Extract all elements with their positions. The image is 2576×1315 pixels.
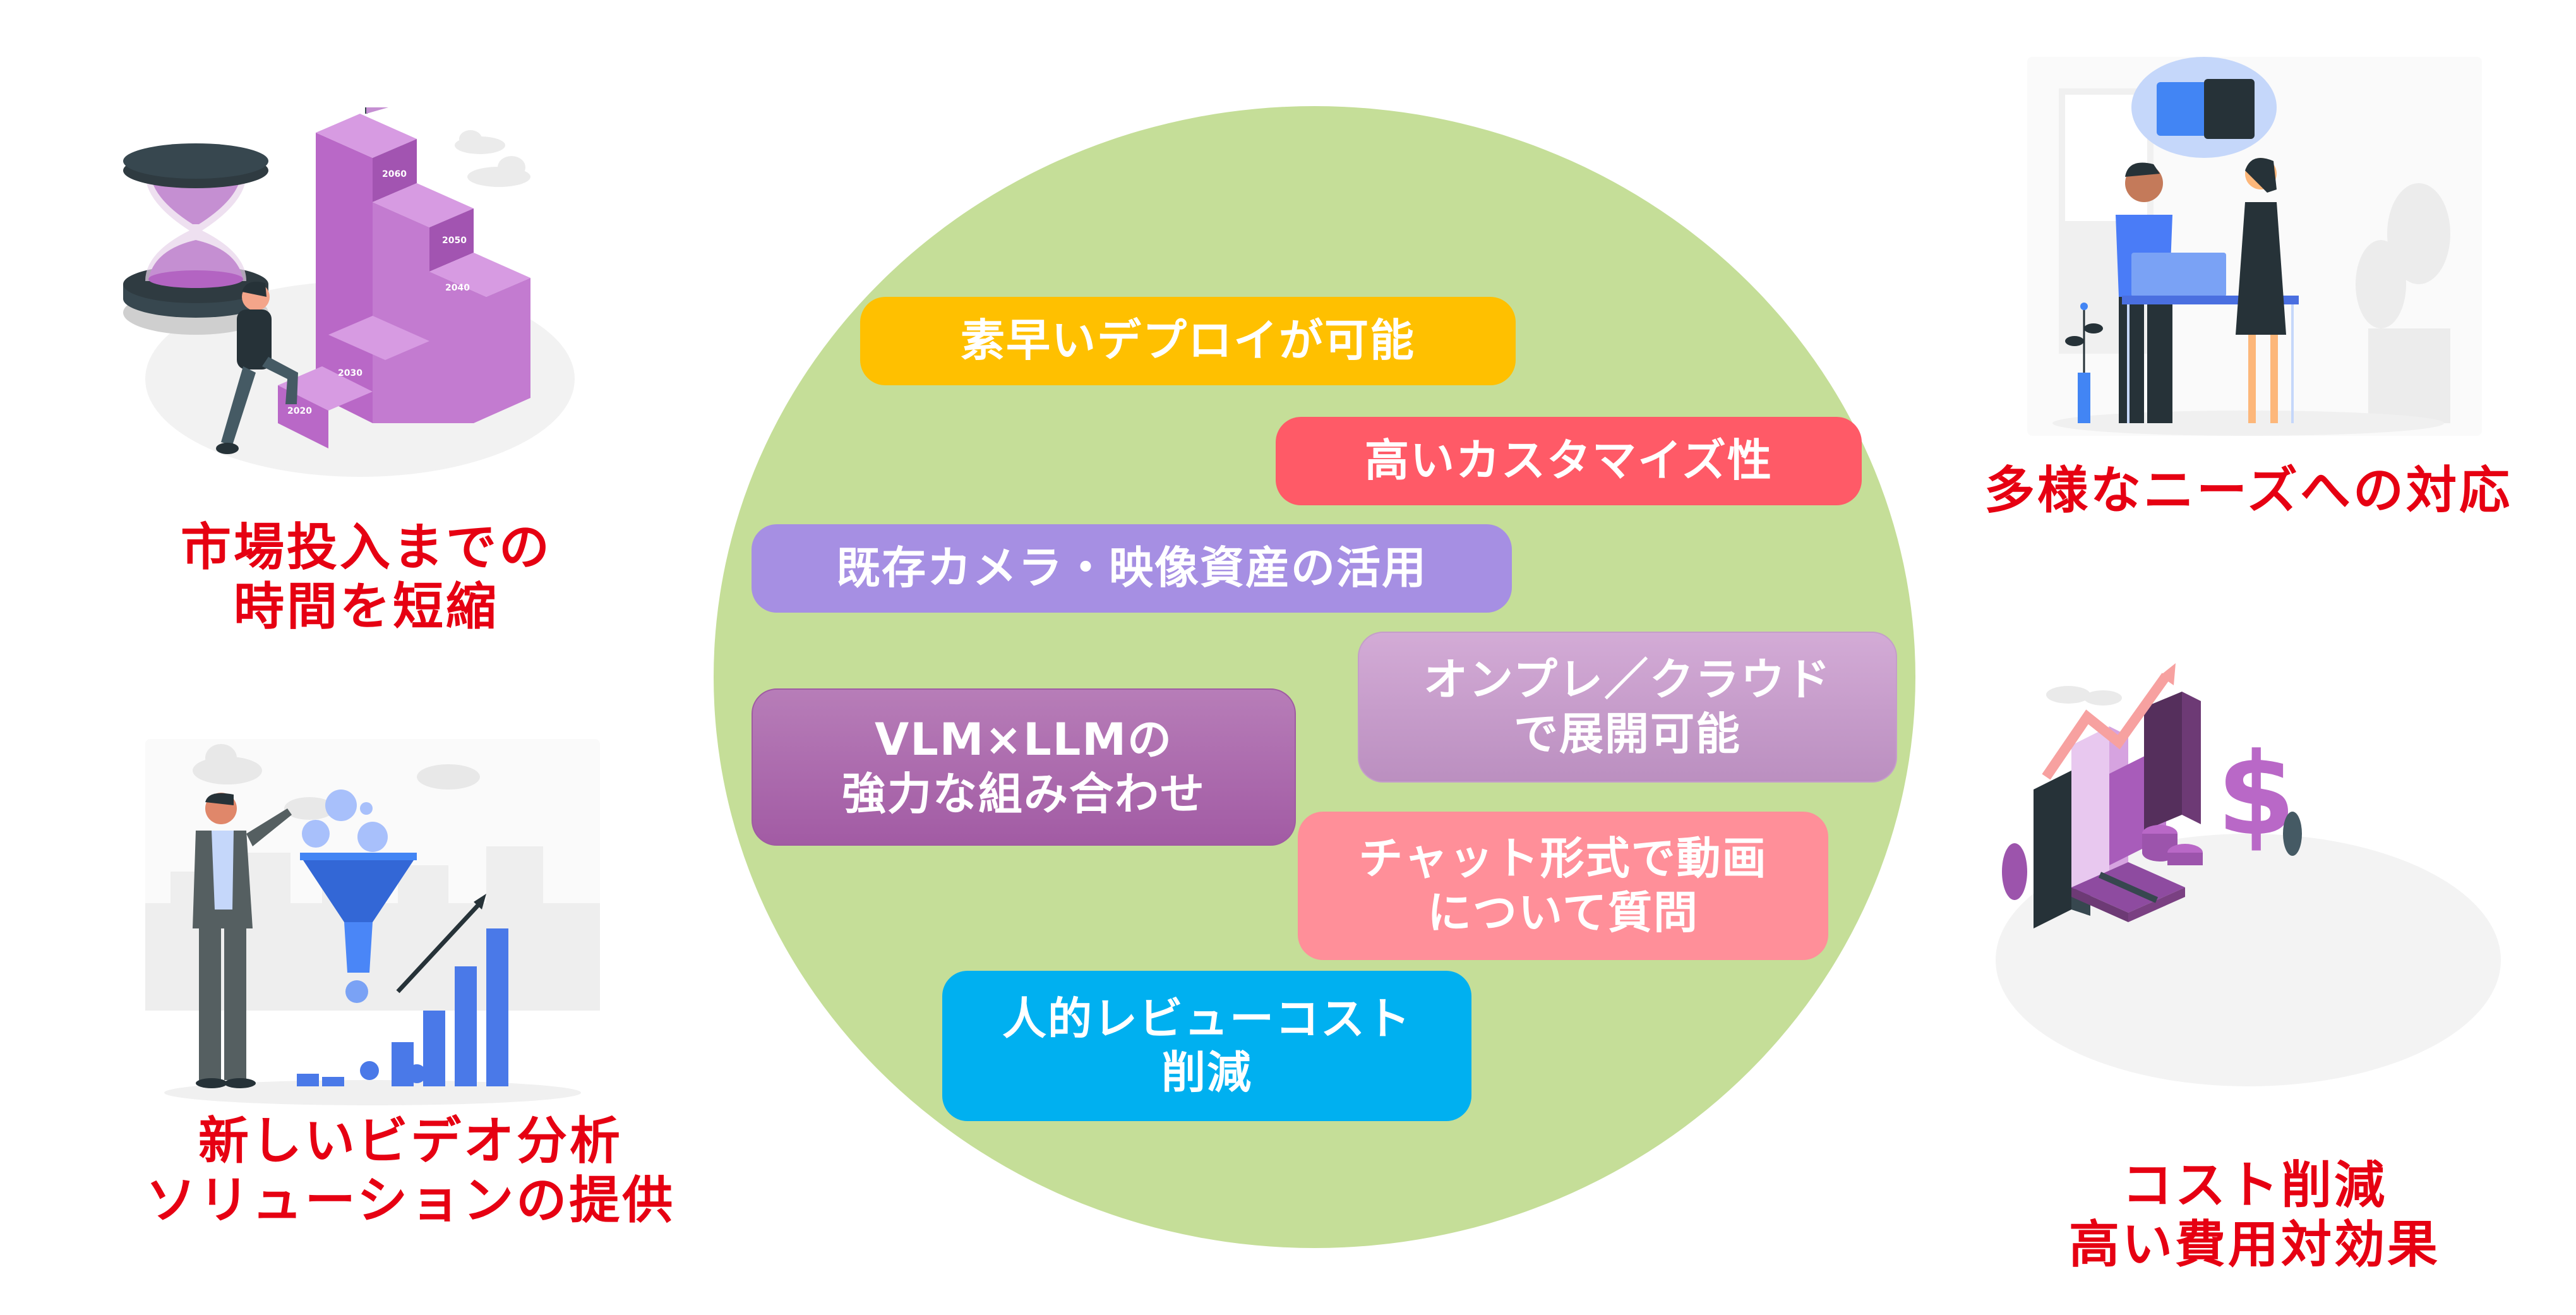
feature-review-cost: 人的レビューコスト 削減 [942, 971, 1471, 1121]
cloud-icon [193, 744, 480, 820]
coin-stacks-icon [297, 928, 508, 1086]
feature-vlm-llm: VLM×LLMの 強力な組み合わせ [752, 688, 1296, 846]
feature-fast-deploy: 素早いデプロイが可能 [860, 297, 1516, 385]
stair-label: 2050 [442, 236, 467, 246]
puzzle-collaboration-illustration [2027, 57, 2482, 436]
feature-onprem-cloud: オンプレ／クラウド で展開可能 [1358, 632, 1897, 783]
cloud-icon [455, 130, 530, 187]
feature-text: について質問 [1427, 886, 1699, 939]
stairs-icon [278, 107, 530, 448]
cash-stack-icon [2071, 862, 2185, 922]
cloud-icon [2046, 686, 2122, 706]
hourglass-stairs-illustration: 2020 2030 2040 2050 2060 [123, 107, 575, 477]
feature-text: 人的レビューコスト [1002, 992, 1411, 1045]
benefit-time-to-market: 市場投入までの 時間を短縮 [107, 518, 625, 637]
stair-label: 2060 [382, 169, 407, 179]
feature-text: 削減 [1161, 1047, 1252, 1098]
laptop-icon [2131, 253, 2226, 297]
caption-line: 高い費用対効果 [2069, 1215, 2440, 1275]
growth-arrow-icon [396, 901, 482, 994]
feature-text: 強力な組み合わせ [842, 767, 1206, 820]
funnel-icon [300, 790, 417, 1003]
leaf-icon [2002, 843, 2027, 900]
woman-icon [2236, 158, 2286, 423]
hourglass-icon [123, 143, 268, 335]
feature-text: 高いカスタマイズ性 [1365, 435, 1773, 487]
man-icon [2116, 162, 2172, 423]
feature-existing-assets: 既存カメラ・映像資産の活用 [752, 524, 1512, 613]
feature-text: 既存カメラ・映像資産の活用 [836, 542, 1427, 594]
feature-chat-video-qa: チャット形式で動画 について質問 [1298, 812, 1828, 960]
benefit-diverse-needs: 多様なニーズへの対応 [1932, 461, 2564, 520]
caption-line: 市場投入までの [181, 518, 552, 577]
funnel-coins-growth-illustration [145, 739, 600, 1105]
businessman-icon [193, 793, 292, 1088]
feature-text: で展開可能 [1514, 707, 1741, 760]
potted-plant-icon [2065, 303, 2103, 423]
cost-chart-money-illustration: $ [1996, 663, 2501, 1086]
caption-line: 時間を短縮 [234, 577, 499, 637]
caption-line: 多様なニーズへの対応 [1984, 461, 2512, 520]
plant-icon [2356, 183, 2450, 423]
dollar-sign-icon: $ [2217, 729, 2296, 861]
stair-label: 2030 [338, 368, 362, 378]
stair-label: 2020 [287, 406, 312, 416]
leaf-icon [2283, 812, 2302, 856]
caption-line: コスト削減 [2122, 1156, 2387, 1215]
stair-label: 2040 [445, 283, 470, 293]
benefit-new-video-analytics: 新しいビデオ分析 ソリューションの提供 [95, 1112, 726, 1231]
feature-text: オンプレ／クラウド [1423, 654, 1831, 706]
feature-text: 素早いデプロイが可能 [961, 315, 1415, 367]
caption-line: 新しいビデオ分析 [198, 1112, 623, 1170]
feature-text: チャット形式で動画 [1358, 832, 1768, 885]
feature-customizability: 高いカスタマイズ性 [1276, 417, 1862, 505]
caption-line: ソリューションの提供 [145, 1171, 676, 1230]
feature-text: VLM×LLMの [875, 714, 1173, 766]
trend-arrow-icon [2042, 673, 2171, 780]
person-icon [216, 281, 298, 454]
benefit-cost-reduction: コスト削減 高い費用対効果 [1970, 1156, 2539, 1275]
puzzle-icon [2131, 57, 2277, 158]
coins-icon [2142, 825, 2203, 865]
